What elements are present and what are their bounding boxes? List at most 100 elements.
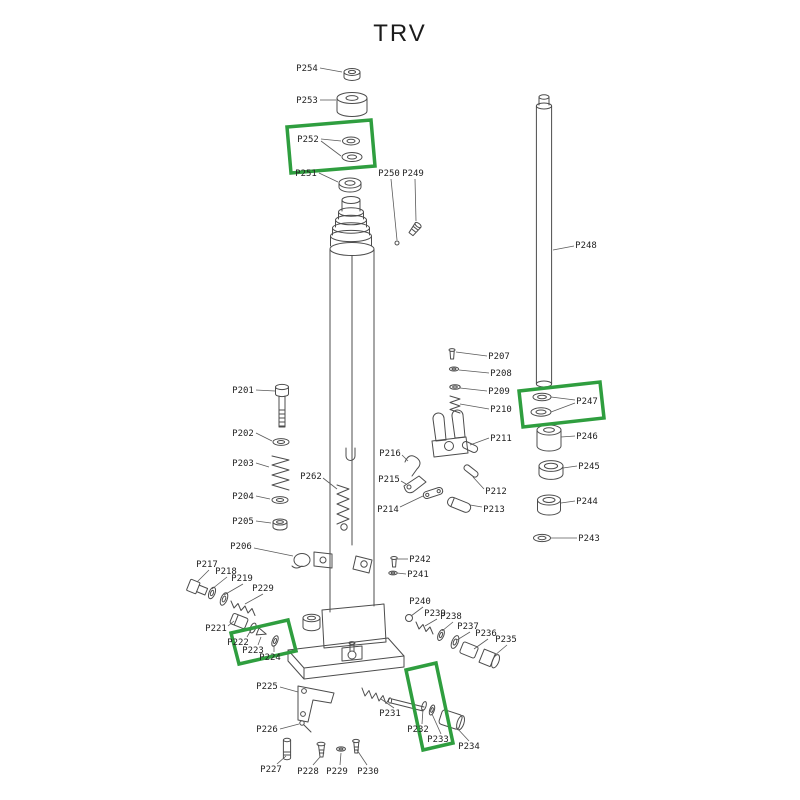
part-number-text: P239	[424, 609, 446, 619]
leader-line	[456, 631, 471, 641]
leader-line	[276, 755, 287, 765]
part-label-P218: P218	[211, 567, 237, 590]
part-number-text: P235	[495, 635, 517, 645]
leader-line	[257, 636, 262, 646]
part-number-text: P244	[576, 497, 598, 507]
leader-line	[550, 396, 576, 401]
part-label-P236: P236	[473, 629, 497, 650]
part-p248-rod	[535, 94, 553, 388]
part-label-P214: P214	[377, 495, 424, 515]
highlight-boxes-layer	[228, 118, 606, 753]
part-number-text: P253	[296, 96, 318, 106]
part-label-P237: P237	[456, 622, 479, 641]
leader-line	[455, 726, 470, 742]
part-main-cylinder	[329, 242, 375, 613]
leader-line	[469, 504, 483, 508]
leader-line	[255, 495, 271, 500]
part-p232-washer	[421, 701, 427, 711]
part-label-P215: P215	[378, 475, 407, 485]
part-number-text: P226	[256, 725, 278, 735]
part-number-text: P227	[260, 765, 282, 775]
part-label-P212: P212	[472, 476, 507, 497]
part-label-P252: P252	[297, 135, 342, 157]
part-label-P235: P235	[493, 635, 517, 657]
part-p240-ball	[405, 614, 413, 622]
leader-line	[459, 387, 488, 392]
leader-line	[550, 402, 576, 413]
part-number-text: P221	[205, 624, 227, 634]
part-p241-washer	[388, 570, 398, 576]
part-label-P244: P244	[560, 497, 598, 507]
part-p209-washer	[449, 384, 461, 390]
part-number-text: P250	[378, 169, 400, 179]
part-p230-screw	[352, 738, 360, 754]
part-label-P206: P206	[230, 542, 294, 557]
part-number-text: P211	[490, 434, 512, 444]
part-number-text: P230	[357, 767, 379, 777]
part-number-text: P249	[402, 169, 424, 179]
part-p229a-spring	[230, 600, 256, 616]
part-number-text: P241	[407, 570, 429, 580]
part-p235-plug	[478, 648, 501, 669]
part-p226-clip	[299, 720, 312, 733]
part-p203-spring	[271, 455, 290, 491]
leader-line	[552, 245, 575, 251]
part-number-text: P219	[231, 574, 253, 584]
part-p225-bracket	[297, 685, 335, 723]
part-number-text: P223	[242, 646, 264, 656]
part-p239-spring	[415, 621, 434, 635]
part-number-text: P247	[576, 397, 598, 407]
part-number-text: P234	[458, 742, 480, 752]
part-yoke	[431, 409, 469, 458]
part-number-text: P251	[295, 169, 317, 179]
leader-line	[279, 723, 300, 730]
part-p245-ring	[538, 460, 564, 480]
part-label-P243: P243	[551, 534, 600, 544]
part-label-P224: P224	[259, 645, 281, 663]
part-label-P249: P249	[402, 169, 424, 222]
part-label-P207: P207	[455, 351, 510, 362]
leader-line	[320, 140, 342, 157]
part-label-P201: P201	[232, 386, 276, 396]
part-p218-washer	[207, 586, 217, 600]
part-label-P240: P240	[409, 597, 431, 617]
leader-line	[390, 178, 398, 241]
part-number-text: P229	[252, 584, 274, 594]
part-number-text: P237	[457, 622, 479, 632]
part-number-text: P215	[378, 475, 400, 485]
part-p252-washers	[341, 136, 363, 162]
part-p246-cup	[536, 424, 562, 452]
part-label-P203: P203	[232, 459, 270, 469]
part-p214-link	[422, 486, 444, 500]
part-label-P217: P217	[196, 560, 218, 583]
part-p236-cylinder	[459, 641, 479, 659]
part-number-text: P214	[377, 505, 399, 515]
leader-line	[455, 351, 488, 357]
leader-line	[458, 369, 490, 374]
part-number-text: P225	[256, 682, 278, 692]
part-label-P229: P229	[244, 584, 274, 605]
diagram-linework	[186, 68, 564, 761]
highlight-box	[285, 118, 377, 175]
diagram-title: TRV	[373, 20, 427, 47]
part-label-P204: P204	[232, 492, 271, 502]
part-number-text: P208	[490, 369, 512, 379]
leader-line	[253, 547, 294, 557]
part-p208-washer	[448, 366, 460, 372]
part-p238-washer	[437, 629, 445, 641]
part-label-P229: P229	[326, 752, 348, 777]
leader-line	[414, 178, 417, 222]
part-number-text: P207	[488, 352, 510, 362]
part-label-P233: P233	[427, 713, 449, 745]
part-label-P202: P202	[232, 429, 273, 442]
part-base-block	[287, 603, 405, 680]
part-label-P219: P219	[223, 574, 253, 596]
part-number-text: P212	[485, 487, 507, 497]
part-label-P213: P213	[469, 504, 505, 515]
part-p233-washer	[428, 704, 436, 716]
part-p213-cylinder	[447, 496, 472, 513]
part-label-P245: P245	[562, 462, 600, 472]
part-label-P262: P262	[300, 472, 338, 490]
part-number-text: P224	[259, 653, 281, 663]
leader-line	[469, 437, 490, 446]
